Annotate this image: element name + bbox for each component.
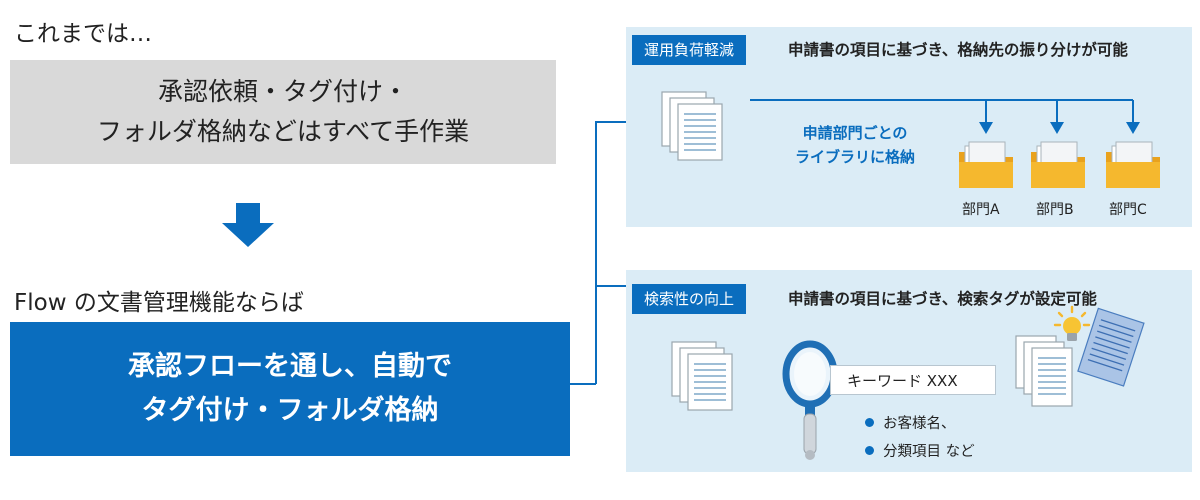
workload-reduction-tag: 運用負荷軽減 (632, 35, 747, 65)
lightbulb-icon (1053, 305, 1091, 341)
automation-box: 承認フローを通し、自動で タグ付け・フォルダ格納 (10, 322, 570, 456)
department-a-label: 部門A (962, 202, 1000, 218)
folder-icon (959, 141, 1013, 188)
department-c-label: 部門C (1109, 202, 1147, 218)
bullet-item: 分類項目 など (865, 440, 975, 461)
automation-line-1: 承認フローを通し、自動で (128, 351, 452, 382)
keyword-field: キーワード XXX (830, 365, 996, 395)
automation-line-2: タグ付け・フォルダ格納 (141, 395, 439, 426)
bullet-dot (865, 418, 874, 427)
library-storage-line-2: ライブラリに格納 (794, 148, 915, 166)
folder-icon (1031, 141, 1085, 188)
searchability-title: 申請書の項目に基づき、検索タグが設定可能 (788, 290, 1097, 308)
bullet-dot (865, 446, 874, 455)
department-b-label: 部門B (1036, 202, 1074, 218)
manual-work-line-1: 承認依頼・タグ付け・ (157, 77, 408, 106)
document-stack-icon (661, 91, 723, 161)
bullet-category: 分類項目 など (883, 444, 975, 460)
library-storage-line-1: 申請部門ごとの (802, 124, 908, 142)
before-heading: これまでは… (14, 21, 152, 47)
down-arrow-icon (222, 203, 274, 247)
distribution-arrows (750, 99, 1140, 134)
workload-reduction-title: 申請書の項目に基づき、格納先の振り分けが可能 (788, 41, 1128, 59)
document-stack-icon (671, 341, 733, 411)
manual-work-line-2: フォルダ格納などはすべて手作業 (96, 117, 470, 146)
bullet-item: お客様名、 (865, 412, 956, 433)
searchability-tag: 検索性の向上 (632, 284, 747, 314)
bullet-customer-name: お客様名、 (883, 416, 956, 432)
document-stack-icon (1015, 307, 1145, 407)
bracket-connector (570, 121, 626, 385)
folder-icon (1106, 141, 1160, 188)
manual-work-box: 承認依頼・タグ付け・ フォルダ格納などはすべて手作業 (10, 60, 556, 164)
library-storage-text: 申請部門ごとの ライブラリに格納 (770, 121, 940, 169)
magnifier-icon (782, 340, 838, 460)
after-heading: Flow の文書管理機能ならば (14, 290, 304, 316)
